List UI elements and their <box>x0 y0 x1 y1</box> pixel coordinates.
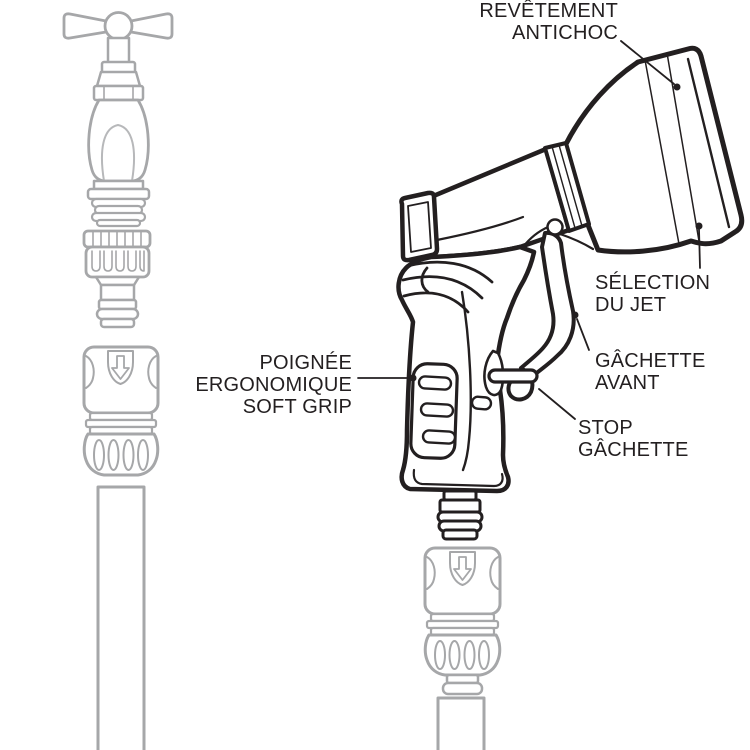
faucet-handle-left-arm <box>62 12 108 40</box>
leader-gachette-avant <box>576 318 590 351</box>
label-line: ANTICHOC <box>511 22 618 44</box>
spray-head <box>563 45 745 255</box>
label-line: ERGONOMIQUE <box>195 374 352 396</box>
label-revetement-antichoc: REVÊTEMENT ANTICHOC <box>479 0 618 44</box>
leader-dot-gachette <box>571 311 579 319</box>
adapter-collar-ribs <box>91 250 145 272</box>
trigger-pivot <box>546 218 564 236</box>
faucet-stem <box>106 36 131 65</box>
handle-front-seam <box>460 290 472 472</box>
leader-dot-poignee <box>409 374 417 382</box>
connector-side-dimples <box>426 556 499 590</box>
trigger-stop-bar <box>487 368 539 384</box>
label-line: SÉLECTION <box>595 272 711 294</box>
connector-side-dimples <box>85 355 157 389</box>
garden-hose-bottom <box>436 696 486 750</box>
label-line: AVANT <box>595 372 660 394</box>
shockproof-bumper <box>686 57 731 229</box>
label-line: REVÊTEMENT <box>479 0 618 22</box>
label-gachette-avant: GÂCHETTE AVANT <box>595 350 706 394</box>
down-arrow-icon <box>453 556 472 581</box>
handle-front-ridge <box>470 395 493 411</box>
grip-pad-ridges <box>417 375 457 445</box>
pivot-bracket <box>521 225 595 251</box>
adapter-top-ring-knurls <box>92 231 142 247</box>
faucet-handle-hub <box>103 11 134 41</box>
adapter-fitting-rib <box>95 307 140 321</box>
jet-selector-ring <box>644 52 700 245</box>
label-stop-gachette: STOP GÂCHETTE <box>578 417 689 461</box>
label-line: STOP <box>578 417 633 439</box>
trigger-lever <box>519 230 576 378</box>
leader-revetement-antichoc <box>620 40 675 85</box>
spray-head-outline <box>563 45 745 255</box>
faucet-bonnet <box>95 70 142 88</box>
faucet-hex-facet <box>103 86 134 100</box>
leader-dot-selection <box>695 222 703 230</box>
connector-tail-bulge <box>441 681 484 696</box>
faucet-body <box>87 98 150 183</box>
label-line: SOFT GRIP <box>242 396 352 418</box>
adapter-fitting-tip <box>99 317 136 329</box>
faucet <box>62 11 174 228</box>
faucet-outlet-flange <box>86 187 151 201</box>
adapter-fitting-flange <box>97 298 138 311</box>
connector-neck-bands <box>84 411 158 436</box>
hose-quick-connector-left <box>82 345 160 477</box>
handle-skirt-inner <box>412 468 504 488</box>
gun-body-seam <box>435 215 525 242</box>
label-line: GÂCHETTE <box>595 350 706 372</box>
spray-gun <box>396 45 745 541</box>
faucet-thread-ridges <box>90 197 147 228</box>
leader-selection-du-jet <box>698 228 701 269</box>
label-line: POIGNÉE <box>259 352 352 374</box>
connector-neck-bands <box>425 612 500 637</box>
garden-hose-left <box>96 485 146 750</box>
label-selection-du-jet: SÉLECTION DU JET <box>595 272 710 316</box>
connector-ribbed-collar <box>82 432 160 477</box>
back-cap-inner <box>407 201 432 253</box>
down-arrow-icon <box>111 355 130 380</box>
callout-leader-lines <box>357 40 703 420</box>
label-line: DU JET <box>595 294 667 316</box>
neck-collar <box>543 141 591 233</box>
label-poignee-soft-grip: POIGNÉE ERGONOMIQUE SOFT GRIP <box>195 352 352 418</box>
thumb-swoosh-lines <box>401 260 494 314</box>
connector-collar-ribs <box>434 640 490 670</box>
faucet-handle-right-arm <box>129 12 174 40</box>
outlet-fitting <box>436 489 484 541</box>
connector-collar-ribs <box>93 439 149 471</box>
adapter-stem <box>99 283 136 302</box>
label-line: GÂCHETTE <box>578 439 689 461</box>
tap-adapter-connector <box>82 229 152 329</box>
faucet-body-inner <box>101 124 135 182</box>
leader-dot-revetement <box>673 83 681 91</box>
leader-stop-gachette <box>538 388 576 420</box>
hose-quick-connector-bottom <box>423 546 502 696</box>
faucet-hex-nut <box>92 84 145 102</box>
